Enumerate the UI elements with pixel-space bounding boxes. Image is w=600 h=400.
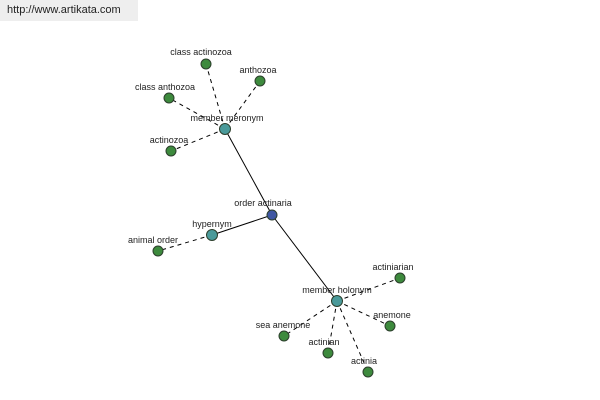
edge-member-holonym-to-sea-anemone [283,300,338,337]
node-actinia[interactable]: actinia [351,356,377,378]
node-animal-order[interactable]: animal order [128,235,178,257]
node-circle-actinian[interactable] [322,347,334,359]
node-label-actinia: actinia [351,356,377,366]
node-circle-anemone[interactable] [384,320,396,332]
edge-member-holonym-to-actinian [327,300,338,354]
node-label-actinian: actinian [308,337,339,347]
node-circle-member-meronym[interactable] [219,123,231,135]
node-circle-class-actinozoa[interactable] [200,58,212,70]
node-label-member-meronym: member meronym [190,113,263,123]
node-hypernym[interactable]: hypernym [192,219,232,241]
node-label-actiniarian: actiniarian [372,262,413,272]
edge-member-meronym-to-class-anthozoa [168,97,226,130]
node-sea-anemone[interactable]: sea anemone [256,320,311,342]
node-circle-actinozoa[interactable] [165,145,177,157]
node-circle-animal-order[interactable] [152,245,164,257]
node-member-holonym[interactable]: member holonym [302,285,372,307]
node-circle-hypernym[interactable] [206,229,218,241]
edge-member-holonym-to-anemone [336,300,391,327]
edge-hypernym-to-animal-order [157,234,213,252]
node-label-hypernym: hypernym [192,219,232,229]
node-circle-actinia[interactable] [362,366,374,378]
node-member-meronym[interactable]: member meronym [190,113,264,135]
node-circle-anthozoa[interactable] [254,75,266,87]
node-actiniarian[interactable]: actiniarian [372,262,414,284]
node-class-actinozoa[interactable]: class actinozoa [170,47,232,70]
node-label-anthozoa: anthozoa [239,65,276,75]
edge-order-actinaria-to-member-meronym [224,128,273,216]
node-circle-member-holonym[interactable] [331,295,343,307]
nodes-layer: order actinaria member meronym hypernym mem… [128,47,414,378]
edge-order-actinaria-to-member-holonym [271,214,338,302]
node-actinian[interactable]: actinian [308,337,340,359]
node-label-class-anthozoa: class anthozoa [135,82,195,92]
node-label-order-actinaria: order actinaria [234,198,292,208]
edges-layer [157,63,401,373]
node-anemone[interactable]: anemone [373,310,411,332]
node-circle-actiniarian[interactable] [394,272,406,284]
node-label-animal-order: animal order [128,235,178,245]
node-actinozoa[interactable]: actinozoa [150,135,189,157]
node-circle-order-actinaria[interactable] [266,209,278,221]
node-circle-sea-anemone[interactable] [278,330,290,342]
node-label-member-holonym: member holonym [302,285,372,295]
edge-member-meronym-to-actinozoa [170,128,226,152]
edge-member-meronym-to-anthozoa [224,80,261,130]
node-label-anemone: anemone [373,310,411,320]
node-circle-class-anthozoa[interactable] [163,92,175,104]
watermark-link[interactable]: http://www.artikata.com [0,0,138,21]
node-anthozoa[interactable]: anthozoa [239,65,277,87]
edge-member-holonym-to-actiniarian [336,277,401,302]
edge-order-actinaria-to-hypernym [211,214,273,236]
node-label-class-actinozoa: class actinozoa [170,47,232,57]
node-class-anthozoa[interactable]: class anthozoa [135,82,195,104]
node-label-sea-anemone: sea anemone [256,320,311,330]
edge-member-holonym-to-actinia [336,300,369,373]
node-order-actinaria[interactable]: order actinaria [234,198,292,221]
node-label-actinozoa: actinozoa [150,135,189,145]
edge-member-meronym-to-class-actinozoa [205,63,226,130]
